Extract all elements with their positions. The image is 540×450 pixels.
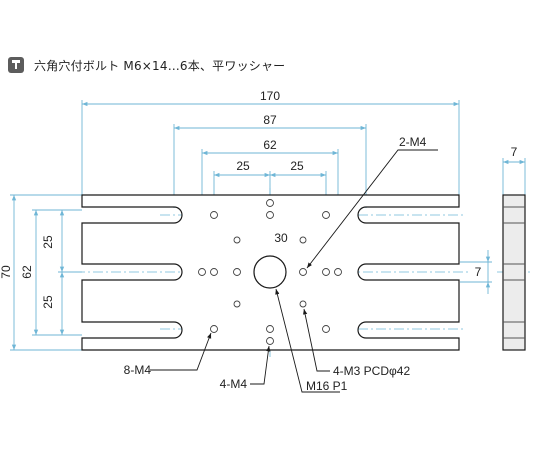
bolt-note: 六角穴付ボルト M6×14…6本、平ワッシャー (8, 54, 285, 76)
m4-hole (266, 337, 274, 345)
label-m16: M16 P1 (306, 379, 348, 393)
m4-hole (233, 268, 241, 276)
side-view-body (502, 194, 526, 351)
m4-hole (266, 325, 274, 333)
m16-center-hole (253, 255, 287, 289)
leader-4-m4 (250, 345, 271, 385)
m4-hole (210, 325, 218, 333)
bolt-note-text: 六角穴付ボルト M6×14…6本、平ワッシャー (34, 58, 286, 73)
dim-62: 62 (263, 138, 277, 152)
m4-hole (322, 211, 330, 219)
m4-hole (322, 268, 330, 276)
dim-7-thickness: 7 (511, 145, 518, 159)
callout-labels: 2-M4 8-M4 4-M4 M16 P1 4-M3 PCDφ42 (124, 135, 427, 393)
m4-hole (334, 268, 342, 276)
m3-hole (233, 300, 241, 308)
leader-4-m3 (302, 308, 330, 372)
dim-25-left: 25 (236, 159, 250, 173)
m4-hole (210, 268, 218, 276)
label-4-m4: 4-M4 (220, 377, 248, 391)
bolt-note-icon (8, 57, 24, 73)
m4-hole (322, 325, 330, 333)
m4-hole (210, 211, 218, 219)
m4-hole (266, 211, 274, 219)
leader-2-m4 (306, 149, 438, 269)
dim-25-lower: 25 (41, 295, 55, 309)
side-view (502, 194, 526, 351)
holes (198, 199, 342, 345)
leader-lines (150, 149, 438, 393)
label-8-m4: 8-M4 (124, 363, 152, 377)
dim-62-vert: 62 (20, 265, 34, 279)
m3-hole (233, 236, 241, 244)
m4-hole (266, 199, 274, 207)
leader-m16 (275, 288, 340, 393)
m4-hole (299, 268, 307, 276)
dim-170: 170 (260, 89, 280, 103)
dimension-texts: 170 87 62 25 25 30 7 7 70 62 25 25 (0, 89, 518, 309)
label-2-m4: 2-M4 (399, 135, 427, 149)
m3-hole (299, 300, 307, 308)
leader-8-m4 (150, 332, 212, 371)
extension-lines (10, 100, 526, 351)
m3-hole (299, 236, 307, 244)
dim-7-slot: 7 (475, 265, 482, 279)
dimension-lines (11, 101, 525, 350)
m4-hole (198, 268, 206, 276)
label-4-m3: 4-M3 PCDφ42 (333, 364, 410, 378)
dim-25-right: 25 (290, 159, 304, 173)
dim-30: 30 (274, 231, 288, 245)
dim-87: 87 (263, 113, 277, 127)
dim-70: 70 (0, 265, 13, 279)
dim-25-upper: 25 (41, 235, 55, 249)
